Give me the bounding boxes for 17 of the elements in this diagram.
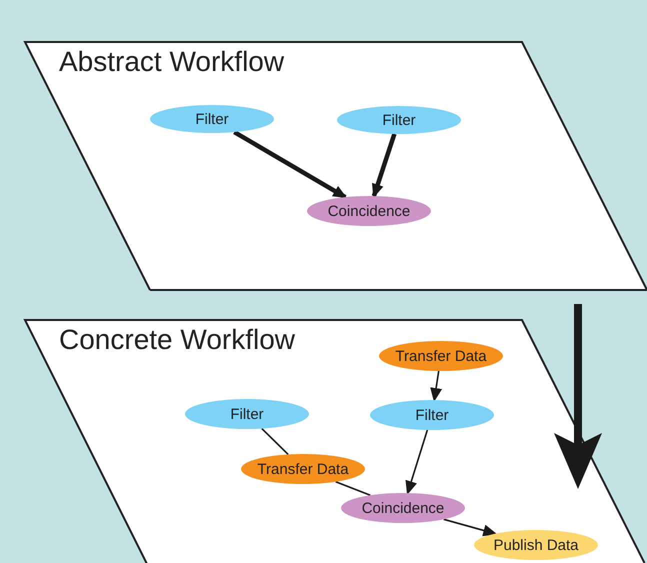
task-label: Coincidence [328, 202, 410, 220]
task-label: Filter [195, 110, 229, 128]
plane-title: Abstract Workflow [59, 46, 284, 78]
arrow [233, 130, 348, 200]
transform-arrow [554, 304, 602, 489]
arrow [372, 133, 397, 198]
plane-title: Concrete Workflow [59, 324, 296, 356]
task-label: Publish Data [493, 536, 579, 554]
task-label: Transfer Data [257, 460, 349, 478]
task-label: Filter [382, 112, 416, 128]
task-label: Transfer Data [395, 348, 487, 364]
task-label: Filter [230, 406, 264, 422]
arrow [443, 518, 498, 536]
arrow [406, 430, 428, 495]
task-label: Coincidence [362, 500, 444, 516]
task-label: Filter [415, 406, 449, 424]
arrow [430, 370, 442, 402]
